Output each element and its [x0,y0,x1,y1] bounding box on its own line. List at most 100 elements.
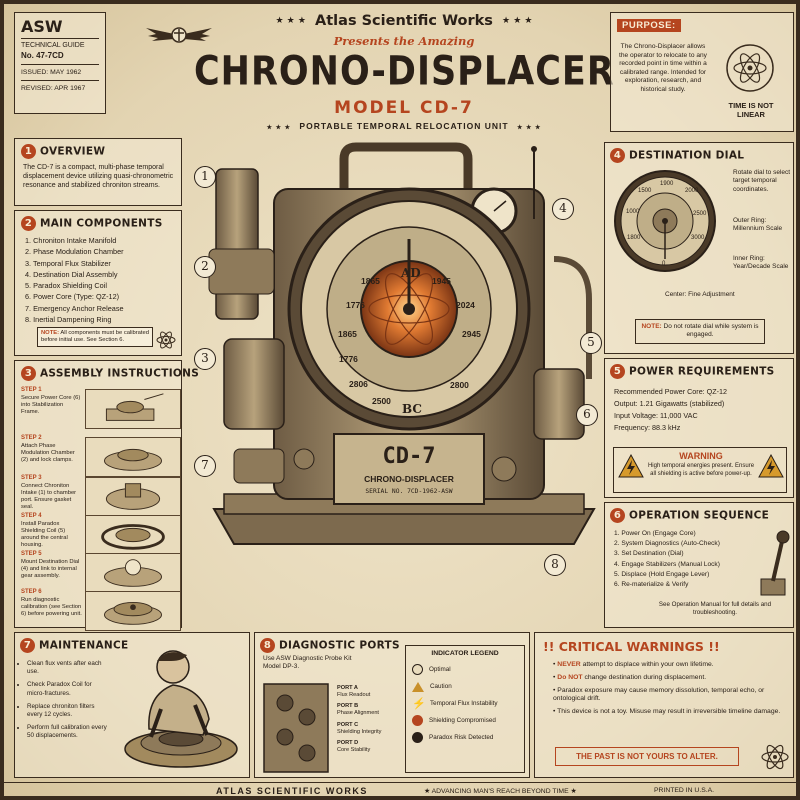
atom-icon [761,744,789,770]
critical-list: • NEVER attempt to displace within your … [553,661,785,717]
dial-desc: Rotate dial to select target temporal co… [733,169,791,193]
dial-num-5: 2500 [693,211,707,217]
optimal-icon [412,664,423,675]
purpose-text: The Chrono-Displacer allows the operator… [619,43,707,93]
dial-title: DESTINATION DIAL [629,149,745,162]
doc-issued: ISSUED: MAY 1962 [21,69,82,76]
callout-1: 1 [194,166,216,188]
dial-num-2: 1500 [638,188,652,194]
dial-inner-ring: Inner Ring: Year/Decade Scale [733,255,789,271]
warning-text: High temporal energies present. Ensure a… [647,463,755,477]
port-name: PORT C [337,721,359,728]
doc-revised: REVISED: APR 1967 [21,85,86,92]
operation-footer: See Operation Manual for full details an… [658,601,772,617]
components-note: NOTE: All components must be calibrated … [37,327,153,348]
legend-label: Paradox Risk Detected [429,734,494,741]
warning-item: • This device is not a toy. Misuse may r… [553,708,781,716]
port-name: PORT A [337,685,358,691]
port-desc: Phase Alignment [337,710,379,717]
legend-row: Paradox Risk Detected [412,729,518,746]
list-item: Replace chroniton filters every 12 cycle… [27,703,107,719]
dial-year-5: 2945 [462,329,481,339]
note-label: NOTE: [41,330,60,336]
diagnostic-port-panel [263,683,329,773]
legend-label: Caution [430,683,452,690]
dial-year-3: 1945 [432,276,451,286]
step-label: STEP 4 [21,513,42,519]
atom-small-icon [156,331,176,349]
dial-year-10: 1865 [338,329,357,339]
diagnostic-title: DIAGNOSTIC PORTS [279,639,400,652]
legend-row: ⚡Temporal Flux Instability [412,695,518,712]
operation-number: 6 [610,508,625,523]
assembly-number: 3 [21,366,36,381]
list-item: 6. Power Core (Type: QZ-12) [25,292,120,302]
dial-year-8: 2806 [349,379,368,389]
overview-title: OVERVIEW [40,145,106,158]
footer-brand: ATLAS SCIENTIFIC WORKS [216,786,368,796]
port-desc: Shielding Integrity [337,728,382,735]
diagnostic-intro: Use ASW Diagnostic Probe Kit Model DP-3. [263,655,352,671]
purpose-badge: TIME IS NOT LINEAR [728,101,774,119]
port-desc: Flux Readout [337,691,371,698]
doc-number: No. 47-7CD [21,51,64,60]
dial-bc-label: BC [402,402,422,416]
critical-warnings-panel: !! CRITICAL WARNINGS !! • NEVER attempt … [534,632,794,778]
callout-7: 7 [194,455,216,477]
operation-list: 1. Power On (Engage Core) 2. System Diag… [614,529,720,590]
note-text: Do not rotate dial while system is engag… [663,323,759,339]
warning-emphasis: NEVER [557,661,581,668]
callout-3: 3 [194,348,216,370]
legend-row: Shielding Compromised [412,712,518,729]
list-item: 3. Set Destination (Dial) [614,550,684,558]
dial-num-7: 1800 [627,235,641,241]
legend-label: Optimal [429,666,451,673]
warning-item: • Do NOT change destination during displ… [553,673,707,681]
step-label: STEP 2 [21,435,42,441]
maintenance-list: Clean flux vents after each use. Check P… [27,660,107,740]
list-item: 4. Destination Dial Assembly [25,269,118,279]
power-warning-box: WARNING High temporal energies present. … [613,447,787,493]
legend-label: Shielding Compromised [429,717,496,724]
step-illustration [85,477,181,517]
page-title: CHRONO-DISPLACER [194,49,615,95]
port-name: PORT D [337,740,359,747]
doc-code: ASW [21,17,63,36]
header-company: ★ ★ ★ Atlas Scientific Works ★ ★ ★ [204,13,604,29]
assembly-title: ASSEMBLY INSTRUCTIONS [40,367,200,380]
step-label: STEP 6 [21,589,42,595]
port-desc: Core Stability [337,746,371,753]
header-tagline: ★ ★ ★ PORTABLE TEMPORAL RELOCATION UNIT … [266,121,542,131]
legend-label: Temporal Flux Instability [430,700,498,707]
spec-line: Input Voltage: 11,000 VAC [614,410,698,420]
step-illustration [85,437,181,477]
legend-title: INDICATOR LEGEND [431,650,499,657]
doc-id-box: ASW TECHNICAL GUIDE No. 47-7CD ISSUED: M… [14,12,106,114]
warning-text: change destination during displacement. [584,673,707,681]
company-name: Atlas Scientific Works [315,13,493,29]
diagnostic-number: 8 [260,638,275,653]
high-voltage-icon [618,454,644,478]
legend-row: Optimal [412,661,518,678]
callout-4: 4 [552,198,574,220]
dial-num-6: 3000 [691,235,705,241]
indicator-legend: INDICATOR LEGEND Optimal Caution ⚡Tempor… [405,645,525,773]
dial-note: NOTE: Do not rotate dial while system is… [635,319,765,344]
dial-num-1: 1000 [626,209,640,215]
maintenance-number: 7 [20,638,35,653]
list-item: 1. Chroniton Intake Manifold [25,236,117,245]
